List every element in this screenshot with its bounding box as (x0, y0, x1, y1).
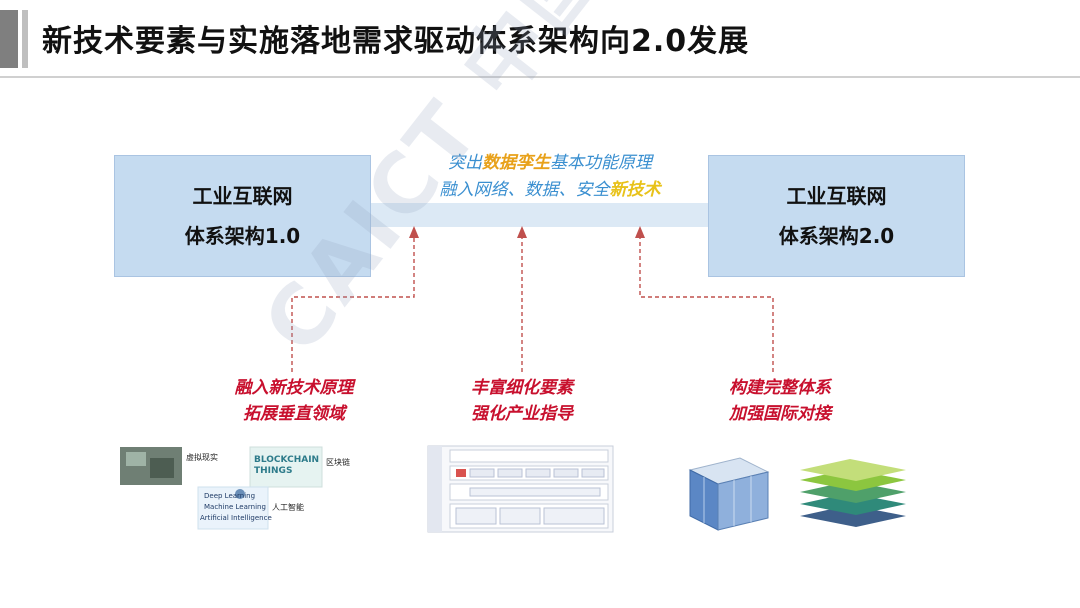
driver-label-line: 融入新技术原理 (234, 378, 354, 398)
vr-label: 虚拟现实 (186, 453, 218, 462)
title-accent-bar-light (22, 10, 28, 68)
arrow-note-line1: 突出数据孪生基本功能原理 (400, 150, 700, 177)
blockchain-label: 区块链 (326, 458, 350, 467)
arrow-note-line2: 融入网络、数据、安全新技术 (400, 177, 700, 204)
connector-2-arrowhead (517, 226, 527, 238)
main-arrow (369, 191, 735, 239)
architecture-1-box: 工业互联网 体系架构1.0 (114, 155, 371, 277)
connector-3 (639, 236, 774, 372)
arrow-note-highlight: 数据孪生 (482, 153, 550, 173)
connector-1 (291, 236, 415, 372)
driver-label-1: 融入新技术原理 拓展垂直领域 (194, 375, 394, 427)
arrow-note: 突出数据孪生基本功能原理 融入网络、数据、安全新技术 (400, 150, 700, 204)
connector-1-arrowhead (409, 226, 419, 238)
connector-3-arrowhead (635, 226, 645, 238)
arrow-note-text: 突出 (448, 153, 482, 173)
blockchain-image (249, 446, 323, 488)
driver-label-2: 丰富细化要素 强化产业指导 (422, 375, 622, 427)
dl-image-line1: Deep Learning (204, 492, 256, 500)
dl-image-line3: Artificial Intelligence (200, 514, 272, 522)
driver-label-line: 强化产业指导 (471, 404, 573, 424)
box2-line1: 工业互联网 (786, 184, 887, 208)
ai-label: 人工智能 (272, 503, 304, 512)
driver-label-line: 拓展垂直领域 (243, 404, 345, 424)
driver-label-line: 加强国际对接 (729, 404, 831, 424)
architecture-diagram-thumbnail (427, 445, 614, 533)
layered-stack-thumbnail (800, 459, 906, 527)
arrow-note-text: 融入网络、数据、安全 (439, 180, 610, 200)
title-divider (0, 76, 1080, 78)
tech-thumbnails (120, 446, 323, 530)
cube-model-thumbnail (688, 457, 770, 531)
dl-image-line2: Machine Learning (204, 503, 266, 511)
title-accent-bar (0, 10, 18, 68)
arrow-note-text: 基本功能原理 (550, 153, 652, 173)
architecture-2-box: 工业互联网 体系架构2.0 (708, 155, 965, 277)
page-title: 新技术要素与实施落地需求驱动体系架构向2.0发展 (42, 24, 750, 59)
box1-line2: 体系架构1.0 (184, 224, 301, 248)
title-bar: 新技术要素与实施落地需求驱动体系架构向2.0发展 (0, 0, 1080, 78)
blockchain-image-text: BLOCKCHAIN THINGS (254, 455, 320, 476)
deep-learning-image (197, 486, 269, 530)
driver-label-line: 构建完整体系 (729, 378, 831, 398)
box1-line1: 工业互联网 (192, 184, 293, 208)
driver-label-3: 构建完整体系 加强国际对接 (680, 375, 880, 427)
arrow-note-highlight: 新技术 (609, 180, 661, 200)
box2-line2: 体系架构2.0 (778, 224, 895, 248)
driver-label-line: 丰富细化要素 (471, 378, 573, 398)
